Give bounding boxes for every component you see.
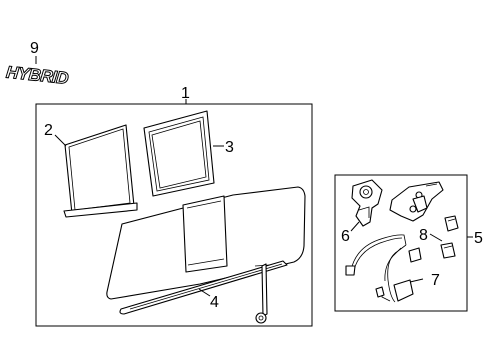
callout-4[interactable]: 4 [210,294,219,311]
assembly-box-1 [35,103,313,327]
window-frame-seal[interactable] [143,110,215,197]
callout-7[interactable]: 7 [431,272,440,289]
switch-clip-upper[interactable] [444,215,459,232]
hybrid-emblem-lettering: HYBRID [5,63,69,88]
callout-2[interactable]: 2 [44,122,53,139]
leader-line-2 [54,134,67,147]
assembly-box-5 [334,174,468,312]
latch-bracket[interactable] [389,181,444,222]
callout-1[interactable]: 1 [181,85,190,102]
lower-window-rail[interactable] [119,260,288,324]
leader-line-7 [409,278,424,283]
hybrid-emblem[interactable]: HYBRID [5,62,70,88]
callout-9[interactable]: 9 [30,40,39,57]
leader-line-6 [350,221,360,232]
leader-line-4 [198,288,211,297]
window-motor-latch[interactable] [351,179,383,227]
window-shade-panel[interactable] [63,124,138,218]
switch-clip-lower[interactable] [440,242,456,259]
callout-6[interactable]: 6 [341,228,350,245]
callout-8[interactable]: 8 [419,227,428,244]
callout-5[interactable]: 5 [474,230,483,247]
callout-3[interactable]: 3 [225,139,234,156]
wire-harness[interactable] [345,234,422,303]
leader-line-8 [429,233,443,242]
